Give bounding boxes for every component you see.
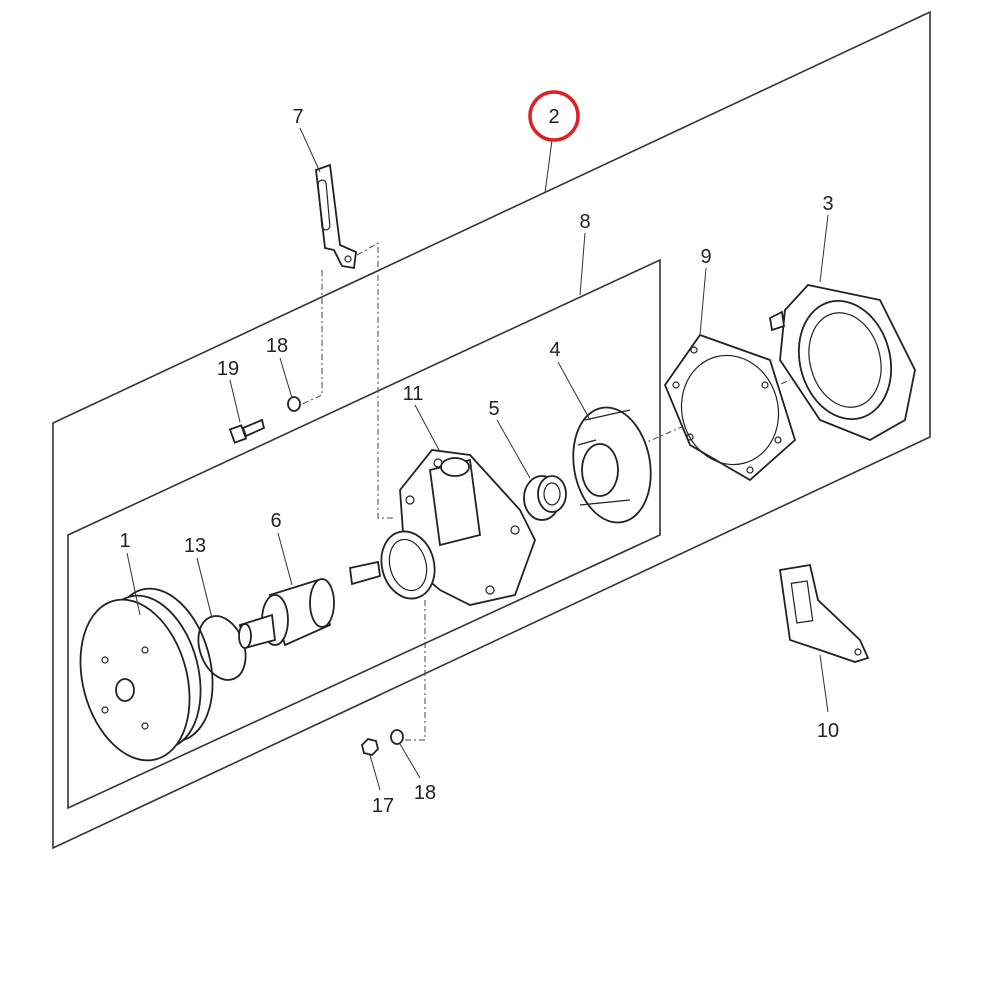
part-6-shaft-bearing: [238, 560, 382, 650]
callout-10: 10: [817, 720, 839, 742]
callout-3: 3: [822, 193, 833, 215]
highlight-circle: [528, 90, 580, 142]
part-3-cover: [769, 284, 916, 441]
part-7-bracket: [315, 163, 357, 270]
part-5-seal: [523, 475, 567, 521]
leader-lines: [126, 127, 829, 791]
callout-13: 13: [184, 535, 206, 557]
callout-17: 17: [372, 795, 394, 817]
callout-18: 18: [414, 782, 436, 804]
callout-11: 11: [403, 383, 424, 405]
callout-8: 8: [579, 211, 590, 233]
part-10-gasket: [778, 563, 870, 663]
part-17-nut: [361, 738, 379, 756]
callout-19: 19: [217, 358, 239, 380]
assembly-frame-8: [67, 258, 661, 810]
callout-5: 5: [488, 398, 499, 420]
callout-7: 7: [292, 106, 303, 128]
centerline: [397, 600, 426, 741]
part-19-bolt: [228, 418, 266, 444]
assembly-frame-2: [52, 10, 931, 850]
part-4-impeller: [572, 406, 652, 524]
part-9-gasket: [663, 333, 797, 482]
callout-4: 4: [549, 339, 560, 361]
centerline: [299, 270, 323, 406]
callout-6: 6: [270, 510, 281, 532]
part-18-washer: [390, 729, 404, 745]
callout-9: 9: [700, 246, 711, 268]
part-1-pulley: [79, 587, 214, 762]
callout-1: 1: [119, 530, 130, 552]
callout-2: 2: [548, 106, 559, 128]
part-11-pump-housing: [380, 449, 536, 606]
callout-18: 18: [266, 335, 288, 357]
centerline: [344, 242, 395, 519]
part-18-washer: [287, 396, 301, 412]
